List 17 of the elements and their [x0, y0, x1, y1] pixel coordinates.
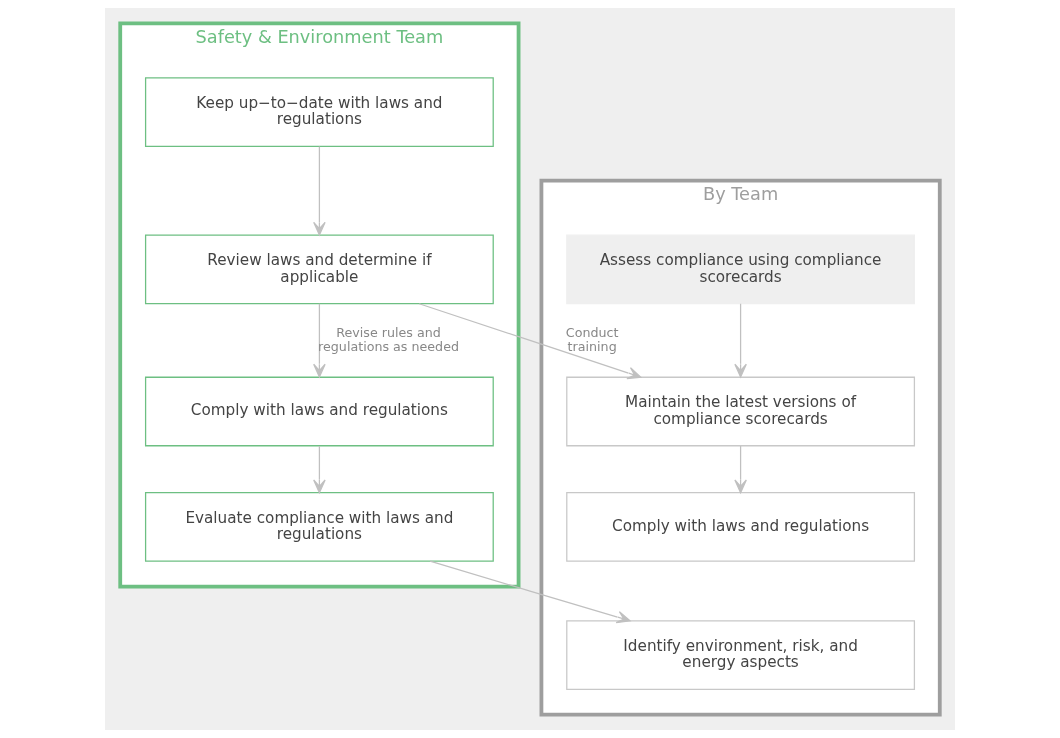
- arrow: [429, 560, 631, 624]
- node-box: Review laws and determine if applicable: [144, 234, 494, 305]
- node-box: Keep up−to−date with laws and regulations: [144, 77, 494, 147]
- node-box: Comply with laws and regulations: [566, 492, 916, 562]
- node-box: Assess compliance using compliance scorecards: [566, 234, 916, 305]
- arrow: [313, 445, 326, 494]
- node-box: Maintain the latest versions of compliance scorecards: [566, 376, 916, 447]
- node-box: Evaluate compliance with laws and regulations: [144, 492, 494, 562]
- edge-label: Conduct training: [565, 324, 619, 354]
- node-box: Comply with laws and regulations: [144, 376, 494, 447]
- arrow: [734, 445, 747, 494]
- arrow: [313, 303, 326, 378]
- arrow: [313, 145, 326, 236]
- edge-label: Revise rules and regulations as needed: [318, 324, 459, 354]
- node-box: Identify environment, risk, and energy aspects: [566, 620, 916, 690]
- arrow: [734, 303, 747, 378]
- arrow: [418, 303, 642, 380]
